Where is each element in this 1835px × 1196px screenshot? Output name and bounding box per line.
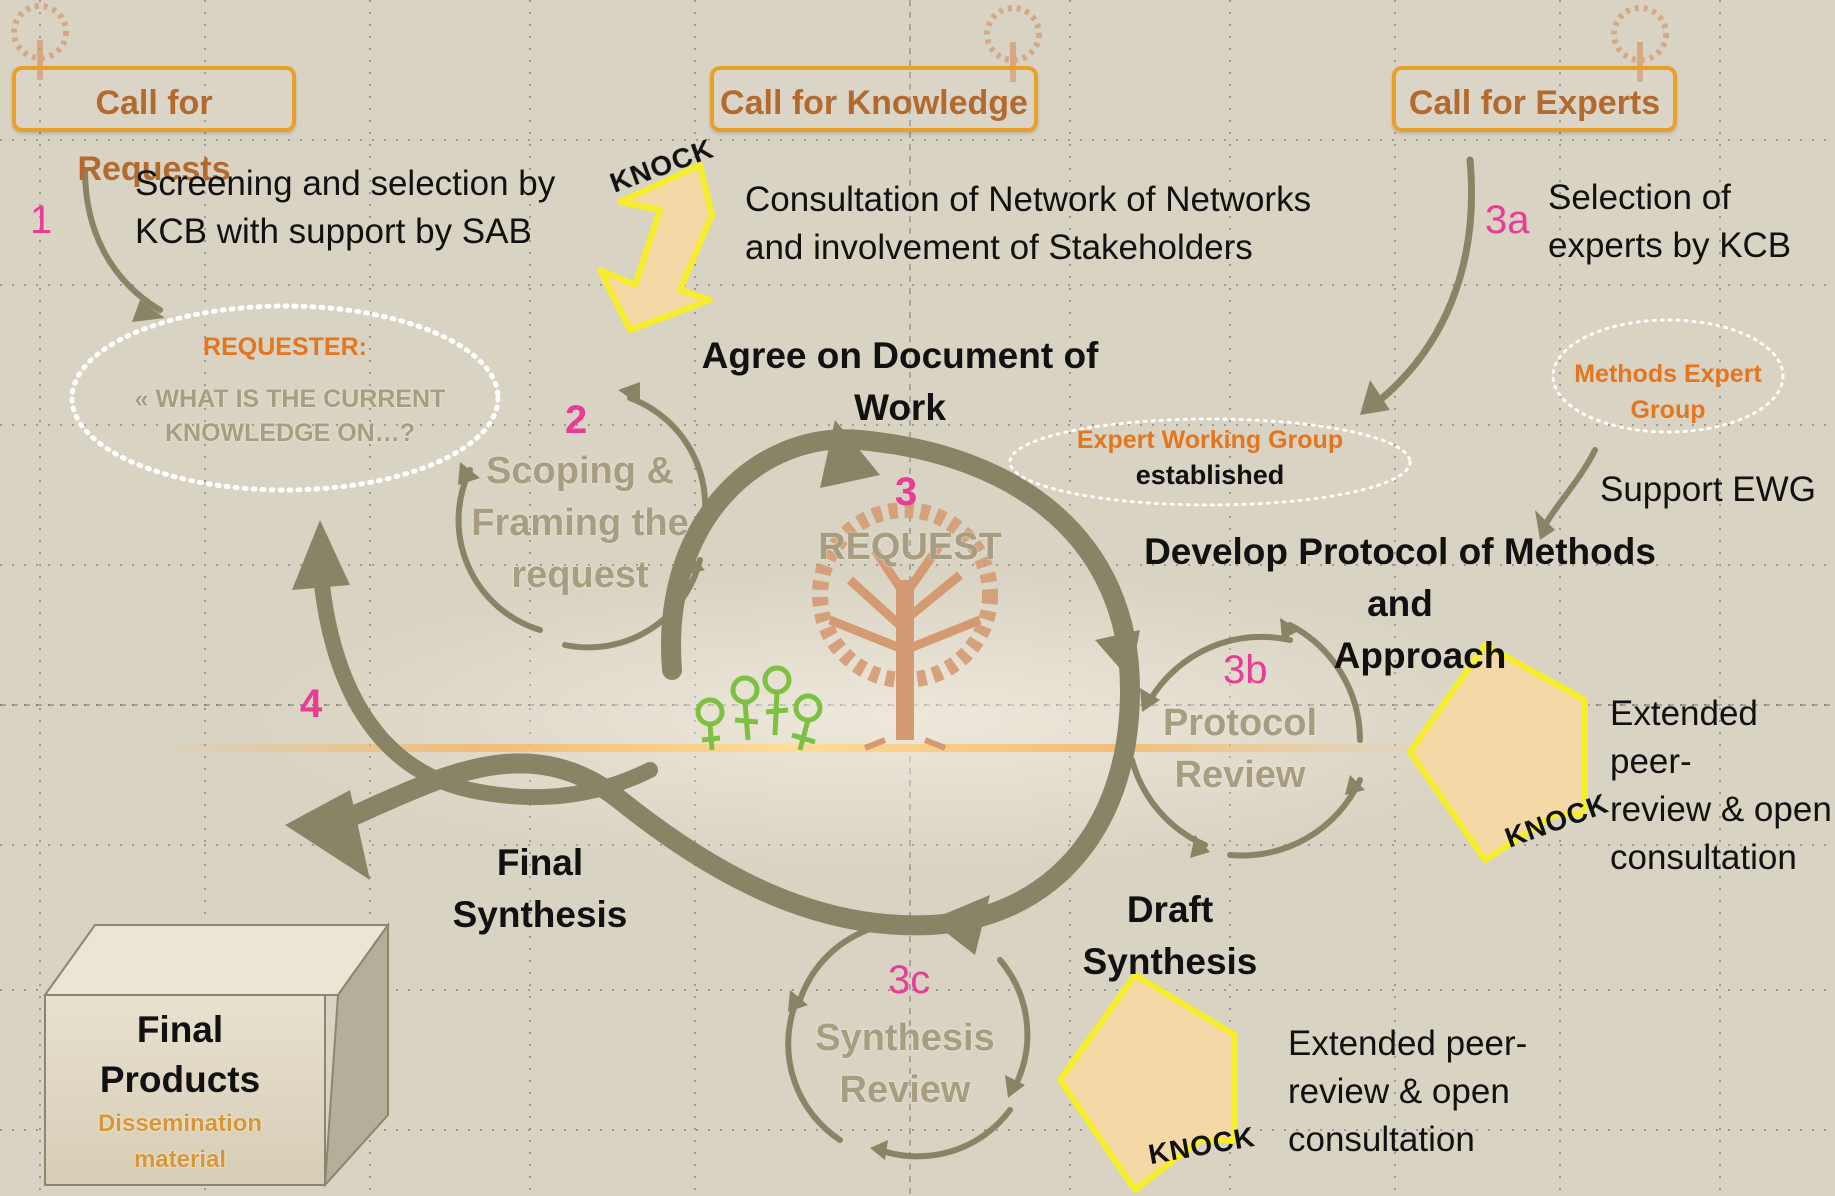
ewg-title: Expert Working Group xyxy=(1076,426,1344,454)
protocol-review-label: Protocol Review xyxy=(1162,702,1318,796)
call-for-requests-box: Call for Requests xyxy=(12,66,296,188)
step-number-3b: 3b xyxy=(1223,648,1268,692)
agree-heading: Agree on Document of Work xyxy=(701,335,1099,428)
requester-question: « WHAT IS THE CURRENT KNOWLEDGE ON…? xyxy=(134,385,446,447)
support-ewg-note: Support EWG xyxy=(1600,470,1816,509)
requester-ellipse xyxy=(69,303,501,493)
tree-icon xyxy=(812,502,998,751)
people-icon xyxy=(695,665,823,751)
step-number-3: 3 xyxy=(895,470,918,514)
requester-label: REQUESTER: xyxy=(203,333,367,361)
step-number-4: 4 xyxy=(300,682,323,726)
ewg-ellipse xyxy=(1008,417,1412,507)
step-number-3a: 3a xyxy=(1485,198,1530,242)
call-for-experts-box: Call for Experts xyxy=(1392,66,1677,132)
draft-synthesis-heading: Draft Synthesis xyxy=(1082,889,1258,982)
arrowhead xyxy=(1095,630,1140,680)
call-for-knowledge-box: Call for Knowledge xyxy=(710,66,1038,132)
screening-note: Screening and selection by KCB with supp… xyxy=(135,164,556,251)
arrowhead xyxy=(820,420,880,488)
tree-icon xyxy=(11,3,1669,82)
step-number-1: 1 xyxy=(30,198,53,242)
final-products-title: Final Products xyxy=(99,1009,261,1100)
arrowhead xyxy=(930,895,990,955)
methods-expert-group: Methods Expert Group xyxy=(1574,360,1762,424)
call-for-experts-label: Call for Experts xyxy=(1408,84,1661,122)
peer-review-note-synthesis: Extended peer- review & open consultatio… xyxy=(1288,1024,1528,1159)
step-number-3c: 3c xyxy=(888,958,931,1002)
call-for-knowledge-label: Call for Knowledge xyxy=(720,84,1028,122)
ewg-status: established xyxy=(1135,460,1285,490)
step-number-2: 2 xyxy=(565,398,588,442)
horizon-line xyxy=(150,744,1440,752)
final-synthesis-heading: Final Synthesis xyxy=(452,842,628,935)
request-cycle-label: REQUEST xyxy=(818,526,1002,568)
methods-ellipse xyxy=(1551,318,1785,434)
arrowhead xyxy=(292,520,350,590)
scoping-cycle-label: Scoping & Framing the request xyxy=(471,450,689,596)
return-arrow xyxy=(312,557,658,805)
synthesis-review-label: Synthesis Review xyxy=(815,1017,995,1111)
selection-note: Selection of experts by KCB xyxy=(1548,178,1792,265)
knock-arrow xyxy=(597,162,1588,1193)
develop-heading: Develop Protocol of Methods and Approach xyxy=(1144,531,1656,676)
call-for-requests-label: Call for Requests xyxy=(77,84,231,188)
peer-review-note-protocol: Extended peer- review & open consultatio… xyxy=(1610,694,1832,877)
final-products-subtitle: Dissemination material xyxy=(97,1110,263,1173)
final-products-box xyxy=(43,921,390,1188)
consultation-note: Consultation of Network of Networks and … xyxy=(745,180,1312,267)
arrowhead xyxy=(285,790,370,880)
